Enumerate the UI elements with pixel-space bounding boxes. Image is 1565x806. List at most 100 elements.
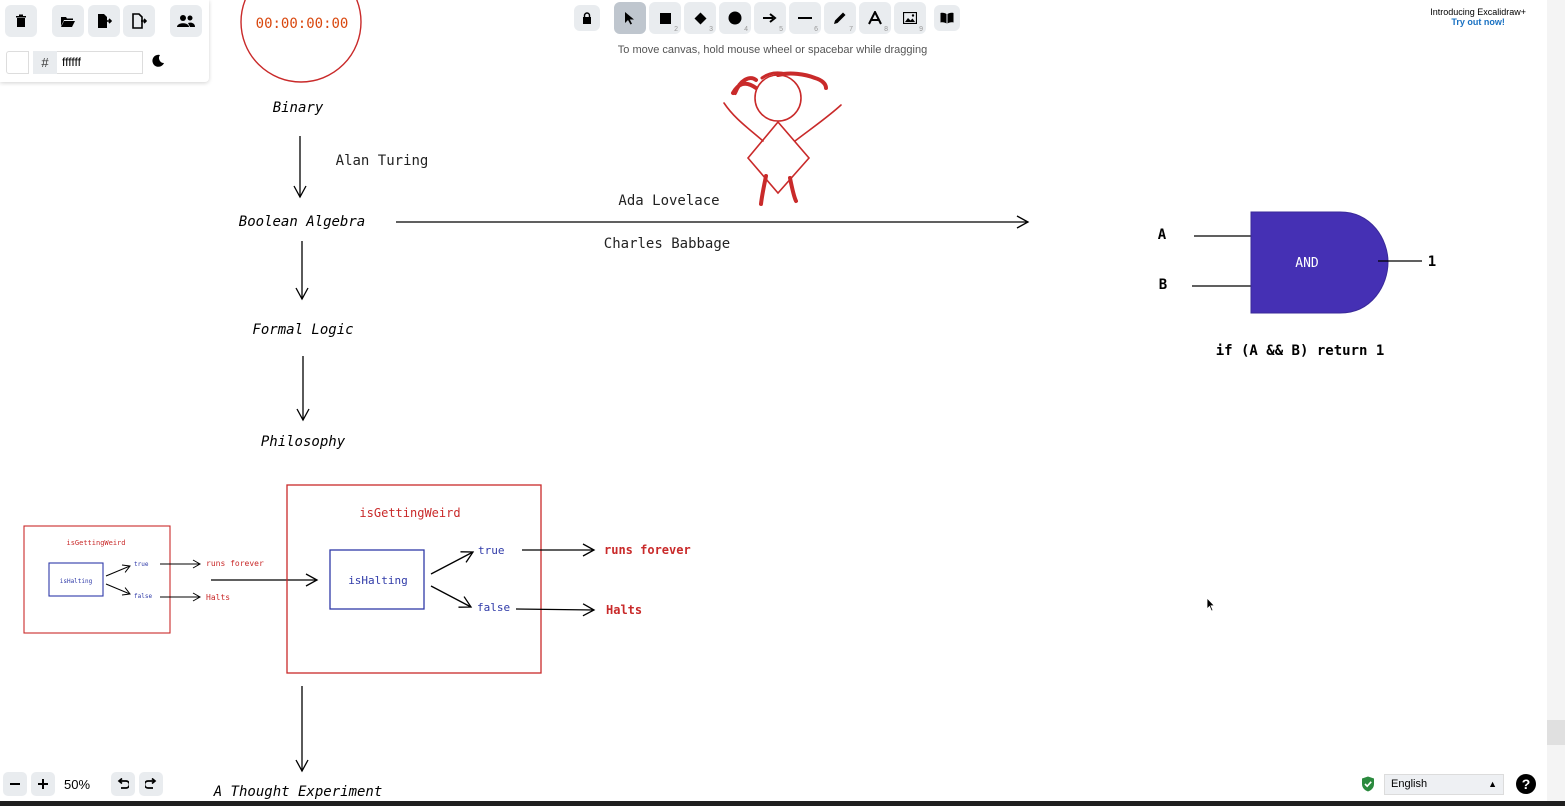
undo-button[interactable] [111, 772, 136, 796]
and-gate-label: AND [1295, 256, 1319, 271]
folder-open-icon [61, 17, 75, 27]
export-image-button[interactable] [123, 5, 155, 37]
encryption-badge[interactable] [1361, 776, 1375, 797]
save-button[interactable] [88, 5, 120, 37]
promo-title: Introducing Excalidraw+ [1430, 7, 1526, 17]
users-icon [177, 15, 195, 27]
shortcut-number: 4 [744, 26, 748, 33]
shortcut-number: 7 [849, 26, 853, 33]
formal-logic-label[interactable]: Formal Logic [252, 322, 353, 338]
ada-lovelace-label[interactable]: Ada Lovelace [618, 193, 719, 209]
rectangle-tool-button[interactable]: 2 [649, 2, 681, 34]
shield-check-icon [1362, 776, 1374, 792]
hash-label: # [33, 51, 57, 74]
zoom-out-button[interactable] [3, 772, 27, 796]
small-false-label: false [134, 593, 152, 600]
input-a-label: A [1158, 227, 1167, 243]
alan-turing-label[interactable]: Alan Turing [336, 153, 429, 169]
zoom-controls: 50% [3, 771, 164, 797]
and-gate-group[interactable]: A B AND 1 if (A && B) return 1 [1158, 211, 1436, 359]
shape-toolbar: 2 3 4 5 6 7 8 9 [574, 0, 960, 36]
big-inner-label: isHalting [348, 574, 408, 587]
small-box-title: isGettingWeird [66, 539, 125, 547]
small-halting-diagram[interactable]: isGettingWeird isHalting true false runs… [23, 525, 264, 634]
excalidraw-plus-promo[interactable]: Introducing Excalidraw+ Try out now! [1430, 7, 1526, 27]
redo-button[interactable] [139, 772, 164, 796]
text-a-icon [868, 11, 882, 25]
file-image-icon [132, 13, 147, 29]
small-true-label: true [134, 561, 149, 568]
dark-mode-toggle[interactable] [152, 54, 165, 71]
stick-figure-drawing[interactable] [723, 71, 842, 206]
small-runs-label: runs forever [206, 559, 264, 568]
ellipse-tool-button[interactable]: 4 [719, 2, 751, 34]
timer-text: 00:00:00:00 [256, 16, 349, 32]
image-tool-button[interactable]: 9 [894, 2, 926, 34]
promo-link[interactable]: Try out now! [1451, 17, 1505, 27]
window-bottom-edge [0, 801, 1565, 806]
help-button[interactable]: ? [1516, 774, 1536, 794]
collaborate-button[interactable] [170, 5, 202, 37]
shortcut-number: 5 [779, 26, 783, 33]
left-toolbar-panel: # ffffff [0, 0, 209, 82]
and-gate-shape[interactable] [1250, 211, 1389, 314]
circle-icon [728, 11, 742, 25]
selection-tool-button[interactable] [614, 2, 646, 34]
text-tool-button[interactable]: 8 [859, 2, 891, 34]
zoom-in-button[interactable] [31, 772, 55, 796]
input-b-label: B [1159, 277, 1167, 293]
gate-code-label[interactable]: if (A && B) return 1 [1216, 343, 1385, 359]
pencil-icon [834, 12, 846, 24]
lock-tool-button[interactable] [574, 5, 600, 31]
shortcut-number: 8 [884, 26, 888, 33]
language-select[interactable]: English ▲ [1384, 774, 1504, 795]
thought-experiment-label[interactable]: A Thought Experiment [213, 784, 383, 800]
caret-up-icon: ▲ [1488, 779, 1497, 789]
image-icon [903, 12, 917, 24]
background-color-swatch[interactable] [6, 51, 29, 74]
pointer-icon [625, 12, 634, 25]
timer-circle[interactable] [240, 0, 362, 83]
diamond-icon [694, 12, 706, 24]
open-button[interactable] [52, 5, 84, 37]
small-inner-label: isHalting [60, 578, 93, 585]
output-label: 1 [1428, 254, 1436, 270]
trash-icon [16, 14, 26, 27]
charles-babbage-label[interactable]: Charles Babbage [604, 236, 730, 252]
zoom-level[interactable]: 50% [64, 776, 91, 792]
binary-label[interactable]: Binary [273, 100, 324, 116]
big-runs-label: runs forever [604, 543, 691, 557]
library-button[interactable] [934, 5, 960, 31]
shortcut-number: 3 [709, 26, 713, 33]
undo-icon [117, 778, 130, 789]
small-halts-label: Halts [206, 593, 230, 602]
big-box-title: isGettingWeird [359, 506, 460, 520]
diamond-tool-button[interactable]: 3 [684, 2, 716, 34]
line-tool-button[interactable]: 6 [789, 2, 821, 34]
plus-icon [38, 779, 48, 789]
mouse-cursor-icon [1206, 597, 1216, 617]
line-icon [798, 17, 812, 19]
big-halts-label: Halts [606, 603, 642, 617]
file-export-icon [98, 14, 112, 28]
minus-icon [10, 783, 20, 785]
arrow-tool-button[interactable]: 5 [754, 2, 786, 34]
philosophy-label[interactable]: Philosophy [261, 434, 346, 450]
background-color-input[interactable]: ffffff [57, 51, 143, 74]
canvas-hint: To move canvas, hold mouse wheel or spac… [617, 44, 928, 56]
language-value: English [1391, 778, 1428, 790]
scrollbar-thumb[interactable] [1547, 720, 1565, 745]
redo-icon [145, 778, 157, 789]
lock-icon [583, 12, 591, 24]
shortcut-number: 2 [674, 26, 678, 33]
draw-tool-button[interactable]: 7 [824, 2, 856, 34]
shortcut-number: 6 [814, 26, 818, 33]
square-icon [659, 12, 671, 24]
clear-canvas-button[interactable] [5, 5, 37, 37]
arrow-right-icon [763, 13, 777, 23]
boolean-algebra-label[interactable]: Boolean Algebra [239, 214, 365, 230]
big-halting-diagram[interactable]: isGettingWeird isHalting true false runs… [286, 484, 691, 674]
moon-icon [152, 54, 164, 67]
vertical-scrollbar[interactable] [1547, 0, 1565, 806]
